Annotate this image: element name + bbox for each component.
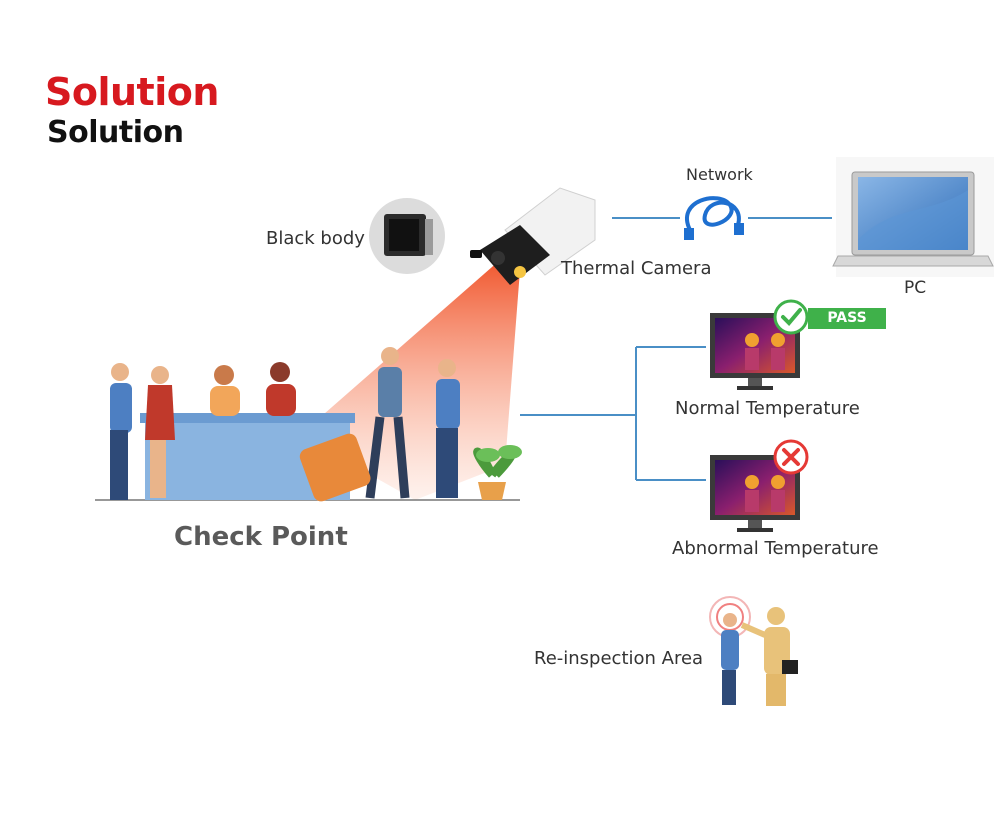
check-point-illustration xyxy=(95,347,522,502)
pc-laptop-icon xyxy=(832,157,994,277)
title-main: Solution xyxy=(45,70,219,114)
normal-temperature-label: Normal Temperature xyxy=(675,398,860,419)
thermal-camera-icon xyxy=(470,187,596,285)
fail-cross-icon xyxy=(773,439,809,475)
thermal-camera-label: Thermal Camera xyxy=(561,258,712,279)
pc-label: PC xyxy=(904,278,927,298)
pass-badge: PASS xyxy=(808,308,886,329)
black-body-label: Black body xyxy=(266,228,365,249)
network-cable-icon xyxy=(684,196,744,240)
title-sub: Solution xyxy=(47,115,184,150)
reinspection-illustration xyxy=(709,596,798,706)
pass-check-icon xyxy=(773,299,809,335)
connector-lines xyxy=(520,217,832,481)
black-body-icon xyxy=(369,198,445,274)
network-label: Network xyxy=(686,165,753,184)
abnormal-temp-monitor-icon xyxy=(710,455,800,532)
reinspection-area-label: Re-inspection Area xyxy=(534,648,704,669)
check-point-label: Check Point xyxy=(174,522,348,552)
abnormal-temperature-label: Abnormal Temperature xyxy=(672,538,879,559)
